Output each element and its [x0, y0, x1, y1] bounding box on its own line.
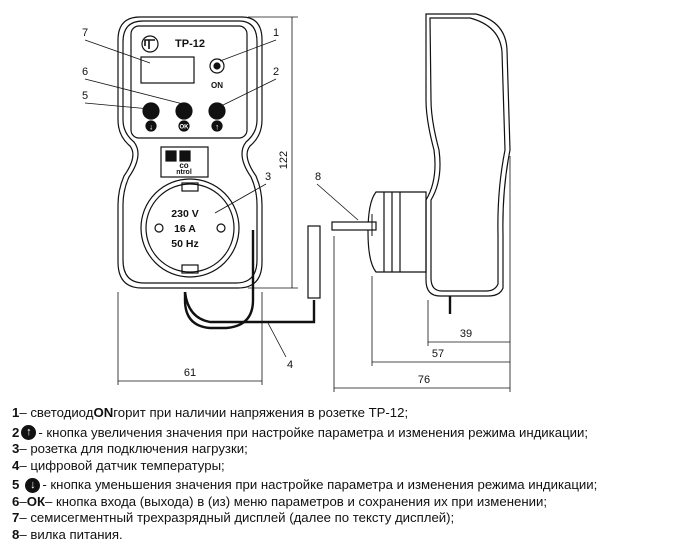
callout-6: 6 — [82, 66, 88, 78]
plug-body — [367, 191, 427, 273]
dim-width-text: 61 — [184, 367, 196, 379]
legend-number: 6 — [12, 493, 20, 509]
up-arrow-icon: ↑ — [21, 425, 37, 441]
side-view — [316, 13, 511, 392]
legend-item-8: 8 – вилка питания. — [12, 527, 684, 544]
brand-box — [160, 146, 209, 178]
legend-number: 2 — [12, 424, 20, 440]
display — [140, 56, 195, 84]
plug-pin — [331, 221, 377, 231]
down-arrow-icon — [145, 120, 157, 132]
model-label: TP-12 — [175, 38, 205, 50]
legend-number: 3 — [12, 441, 20, 456]
brand-top: со — [179, 161, 188, 170]
legend-item-4: 4 – цифровой датчик температуры; — [12, 458, 684, 475]
legend-rest: – кнопка входа (выхода) в (из) меню пара… — [45, 493, 548, 509]
callout-8: 8 — [315, 171, 321, 183]
socket-ground-bottom — [181, 264, 199, 274]
legend-text: - кнопка уменьшения значения при настрой… — [42, 477, 598, 492]
socket-inner — [145, 183, 235, 273]
legend-bold: ON — [93, 405, 114, 420]
legend-number: 1 — [12, 405, 20, 420]
socket-ground-top — [181, 182, 199, 192]
legend-item-5: 5 ↓ - кнопка уменьшения значения при нас… — [12, 477, 684, 494]
legend-text: – светодиод — [19, 405, 94, 420]
up-button — [208, 102, 226, 120]
dim-plug-text: 57 — [432, 348, 444, 360]
callout-3: 3 — [265, 171, 271, 183]
legend-number: 5 — [12, 477, 20, 492]
legend-text: - кнопка увеличения значения при настрой… — [38, 424, 589, 440]
down-button — [142, 102, 160, 120]
legend-text: – цифровой датчик температуры; — [19, 457, 225, 473]
thermostat-drawing: TP-12 ON со ntrol 230 V 16 A 50 Hz 1 2 3… — [82, 13, 511, 392]
svg-text:↑: ↑ — [215, 123, 219, 132]
legend-number: 8 — [12, 526, 20, 542]
sensor-cable — [183, 230, 255, 330]
led-label: ON — [211, 81, 223, 90]
up-arrow-icon — [211, 120, 223, 132]
temperature-sensor — [307, 225, 321, 299]
socket-frequency: 50 Hz — [171, 238, 198, 250]
socket-pin-right — [216, 223, 226, 233]
brand-bottom: ntrol — [176, 169, 192, 176]
down-arrow-icon: ↓ — [25, 477, 41, 493]
legend-item-3: 3 – розетка для подключения нагрузки; — [12, 441, 684, 458]
led-indicator — [209, 58, 225, 74]
legend-bold: ОК — [26, 493, 45, 509]
socket-voltage: 230 V — [171, 208, 198, 220]
dim-total-text: 76 — [418, 374, 430, 386]
logo-icon — [141, 35, 159, 53]
device-body-outline — [117, 16, 263, 289]
legend-item-2: 2 ↑ - кнопка увеличения значения при нас… — [12, 425, 684, 442]
ok-icon-label: OK — [180, 125, 190, 131]
ok-icon — [178, 120, 190, 132]
socket-pin-left — [154, 223, 164, 233]
legend: 1 – светодиод ON горит при наличии напря… — [12, 405, 684, 543]
control-panel — [130, 25, 248, 139]
legend-item-1: 1 – светодиод ON горит при наличии напря… — [12, 405, 684, 422]
device-body-inner — [122, 20, 258, 284]
legend-text: – семисегментный трехразрядный дисплей (… — [19, 510, 455, 525]
side-body-outline — [425, 13, 511, 297]
socket-outer — [140, 178, 240, 278]
callout-5: 5 — [82, 90, 88, 102]
legend-rest: горит при наличии напряжения в розетке Т… — [113, 405, 409, 420]
callout-4: 4 — [287, 359, 293, 371]
dim-body-text: 39 — [460, 328, 472, 340]
svg-text:↓: ↓ — [149, 123, 153, 132]
legend-number: 7 — [12, 510, 20, 525]
dim-height-text: 122 — [278, 151, 290, 169]
socket-current: 16 A — [174, 223, 196, 235]
ok-button — [175, 102, 193, 120]
callout-2: 2 — [273, 66, 279, 78]
legend-item-7: 7 – семисегментный трехразрядный дисплей… — [12, 510, 684, 527]
front-view — [84, 16, 321, 385]
callout-1: 1 — [273, 27, 279, 39]
legend-item-6: 6 – ОК – кнопка входа (выхода) в (из) ме… — [12, 494, 684, 511]
legend-text: – вилка питания. — [19, 526, 123, 542]
legend-text: – розетка для подключения нагрузки; — [19, 441, 248, 456]
callout-7: 7 — [82, 27, 88, 39]
legend-number: 4 — [12, 457, 20, 473]
legend-text: – — [19, 493, 27, 509]
